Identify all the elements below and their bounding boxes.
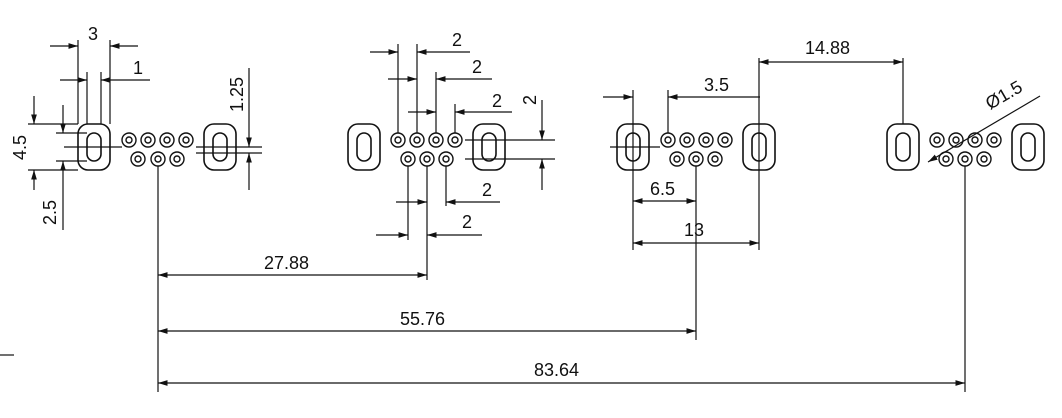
footprint-group-4: 14.88 Ø1.5 xyxy=(759,38,1045,392)
dim-13: 13 xyxy=(684,220,704,240)
slot-hole-right xyxy=(481,132,497,162)
footprint-group-3: 3.5 6.5 13 xyxy=(603,58,776,340)
dim-4-5: 4.5 xyxy=(10,135,30,160)
dim-1: 1 xyxy=(133,58,143,78)
dim-27-88: 27.88 xyxy=(264,253,309,273)
slot-hole-right xyxy=(1020,132,1036,162)
dim-3-5: 3.5 xyxy=(704,75,729,95)
slot-pad-left xyxy=(886,123,920,171)
dim-2-5: 2.5 xyxy=(40,200,60,225)
dim-1-25: 1.25 xyxy=(227,77,247,112)
baseline-dimensions: 27.88 55.76 83.64 xyxy=(0,253,965,386)
pin-array xyxy=(121,132,194,167)
dim-14-88: 14.88 xyxy=(805,38,850,58)
pin-array xyxy=(390,132,463,167)
dim-2-vertical: 2 xyxy=(520,95,540,105)
dim-55-76: 55.76 xyxy=(400,309,445,329)
pin-array xyxy=(660,132,733,167)
dim-2-c: 2 xyxy=(492,91,502,111)
dim-2-a: 2 xyxy=(452,30,462,50)
footprint-group-1: 3 1 4.5 2.5 1.25 xyxy=(10,24,262,392)
slot-hole-left xyxy=(895,132,911,162)
dim-3: 3 xyxy=(88,24,98,44)
dim-2-e: 2 xyxy=(462,212,472,232)
slot-pad-right xyxy=(472,123,506,171)
dim-6-5: 6.5 xyxy=(650,179,675,199)
dim-2-d: 2 xyxy=(482,180,492,200)
footprint-group-2: 2 2 2 2 2 2 xyxy=(347,30,555,280)
slot-pad-right xyxy=(1011,123,1045,171)
pin-array xyxy=(929,132,1002,167)
dim-83-64: 83.64 xyxy=(534,360,579,380)
slot-hole-left xyxy=(356,132,372,162)
slot-pad-left xyxy=(347,123,381,171)
dim-2-b: 2 xyxy=(472,57,482,77)
